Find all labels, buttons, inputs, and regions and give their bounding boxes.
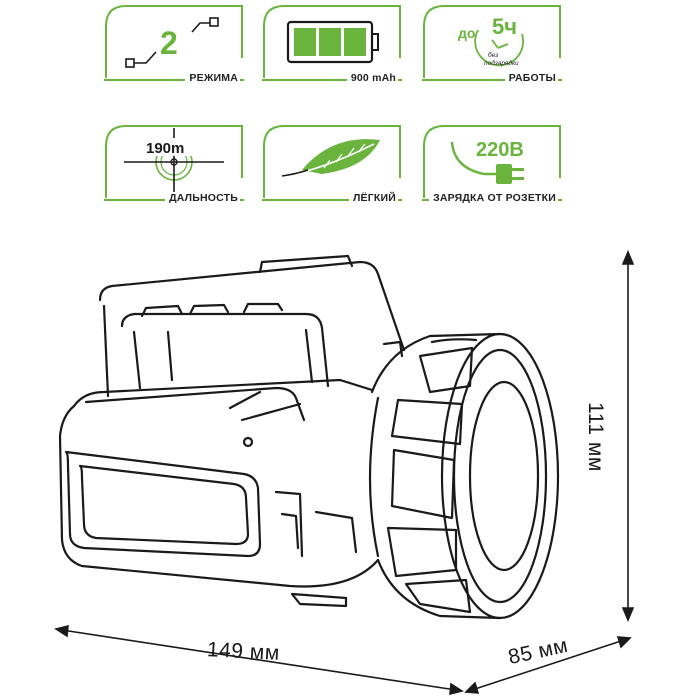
feature-light: ЛЁГКИЙ: [262, 124, 402, 204]
feature-modes: 2 РЕЖИМА: [104, 4, 244, 84]
light-caption: ЛЁГКИЙ: [348, 192, 398, 204]
clock-icon: до 5ч без подзарядки: [422, 5, 562, 81]
modes-caption: РЕЖИМА: [185, 72, 240, 84]
runtime-prefix: до: [458, 25, 475, 41]
battery-cell: [294, 28, 316, 56]
battery-cell: [319, 28, 341, 56]
dimension-width-label: 149 мм: [206, 638, 281, 665]
charging-value: 220В: [476, 139, 524, 161]
feature-range: 190m ДАЛЬНОСТЬ: [104, 124, 244, 204]
charging-caption: ЗАРЯДКА ОТ РОЗЕТКИ: [429, 192, 558, 204]
runtime-note-2: подзарядки: [484, 59, 519, 67]
feature-charging: 220В ЗАРЯДКА ОТ РОЗЕТКИ: [422, 124, 562, 204]
runtime-note-1: без: [488, 51, 498, 59]
feature-runtime: до 5ч без подзарядки РАБОТЫ: [422, 4, 562, 84]
dimension-height-label: 111 мм: [583, 402, 607, 472]
runtime-value: 5ч: [492, 14, 517, 39]
range-value: 190m: [146, 140, 184, 157]
battery-caption: 900 mAh: [346, 72, 398, 84]
range-caption: ДАЛЬНОСТЬ: [165, 192, 240, 204]
modes-value: 2: [160, 25, 178, 61]
runtime-caption: РАБОТЫ: [504, 72, 558, 84]
battery-cell: [344, 28, 366, 56]
dimension-depth-label: 85 мм: [506, 633, 571, 670]
feather-icon: [262, 125, 402, 201]
feature-battery: 900 mAh: [262, 4, 402, 84]
